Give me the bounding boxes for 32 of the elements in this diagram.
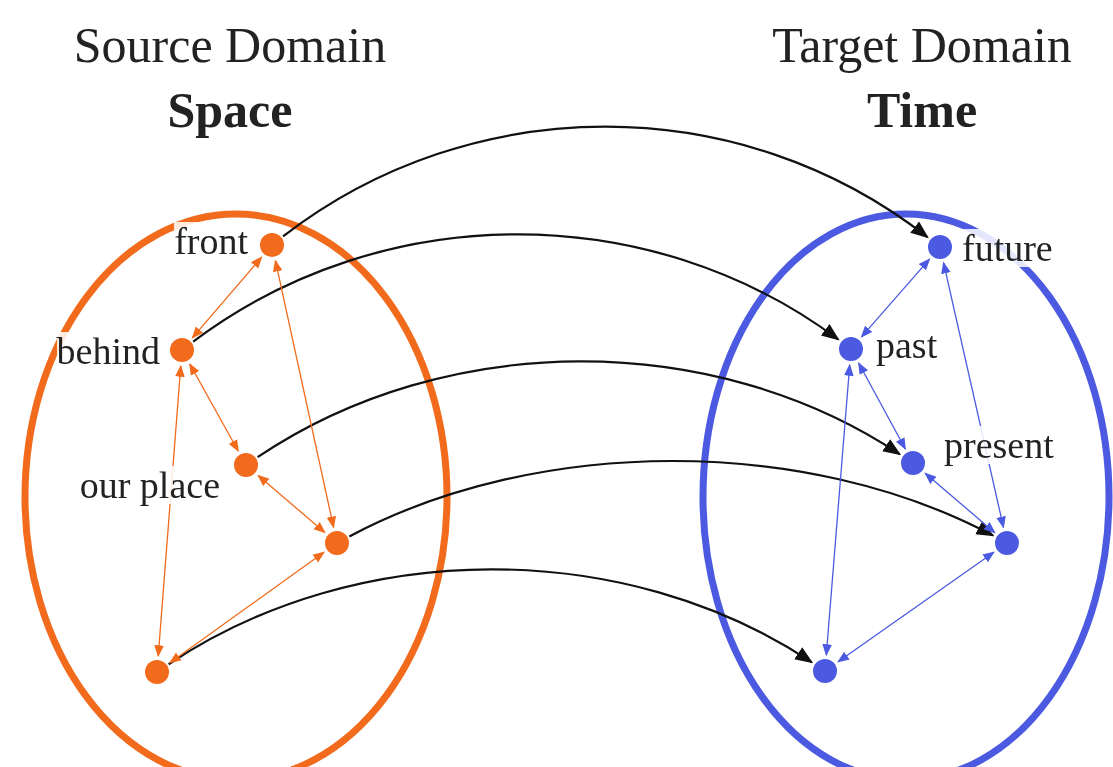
relation-arrow (169, 551, 325, 664)
point-dot (928, 235, 952, 259)
point-dot (170, 338, 194, 362)
relation-arrow (273, 259, 336, 529)
relation-arrow (257, 474, 326, 534)
point-label: present (944, 426, 1054, 464)
point-dot (839, 337, 863, 361)
relation-arrow (858, 362, 906, 450)
point-dot (234, 453, 258, 477)
point-dot (145, 660, 169, 684)
relation-arrow (822, 363, 854, 657)
point-dot (995, 531, 1019, 555)
relation-arrow (189, 362, 239, 453)
point-dot (901, 451, 925, 475)
mapping-arrow (192, 233, 840, 343)
relation-arrow (154, 364, 185, 658)
mapping-arrow (168, 568, 814, 666)
domain-subheading: Time (866, 85, 978, 135)
relation-arrow (924, 472, 996, 534)
relation-arrow (837, 551, 995, 663)
point-dot (813, 659, 837, 683)
mapping-arrow (348, 460, 995, 538)
point-dot (260, 233, 284, 257)
mapping-arrow (257, 360, 902, 459)
point-label: our place (79, 466, 220, 504)
domain-heading: Source Domain (73, 20, 387, 70)
relation-arrow (860, 258, 931, 338)
relation-arrow (191, 256, 263, 339)
mapping-arrow (282, 125, 929, 239)
relation-arrow (941, 261, 1006, 529)
point-label: future (962, 229, 1053, 267)
point-dot (325, 531, 349, 555)
